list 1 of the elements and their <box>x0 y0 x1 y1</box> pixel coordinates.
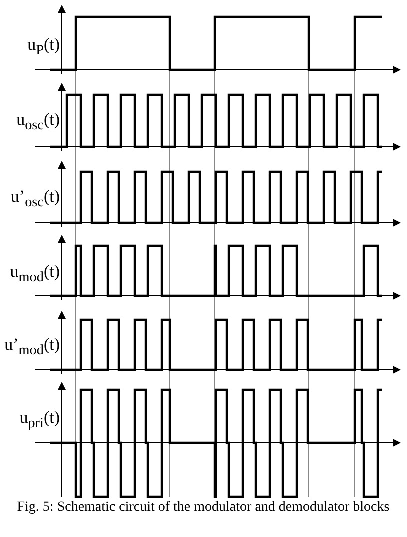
figure-caption: Fig. 5: Schematic circuit of the modulator and demodulator blocks <box>16 500 391 516</box>
